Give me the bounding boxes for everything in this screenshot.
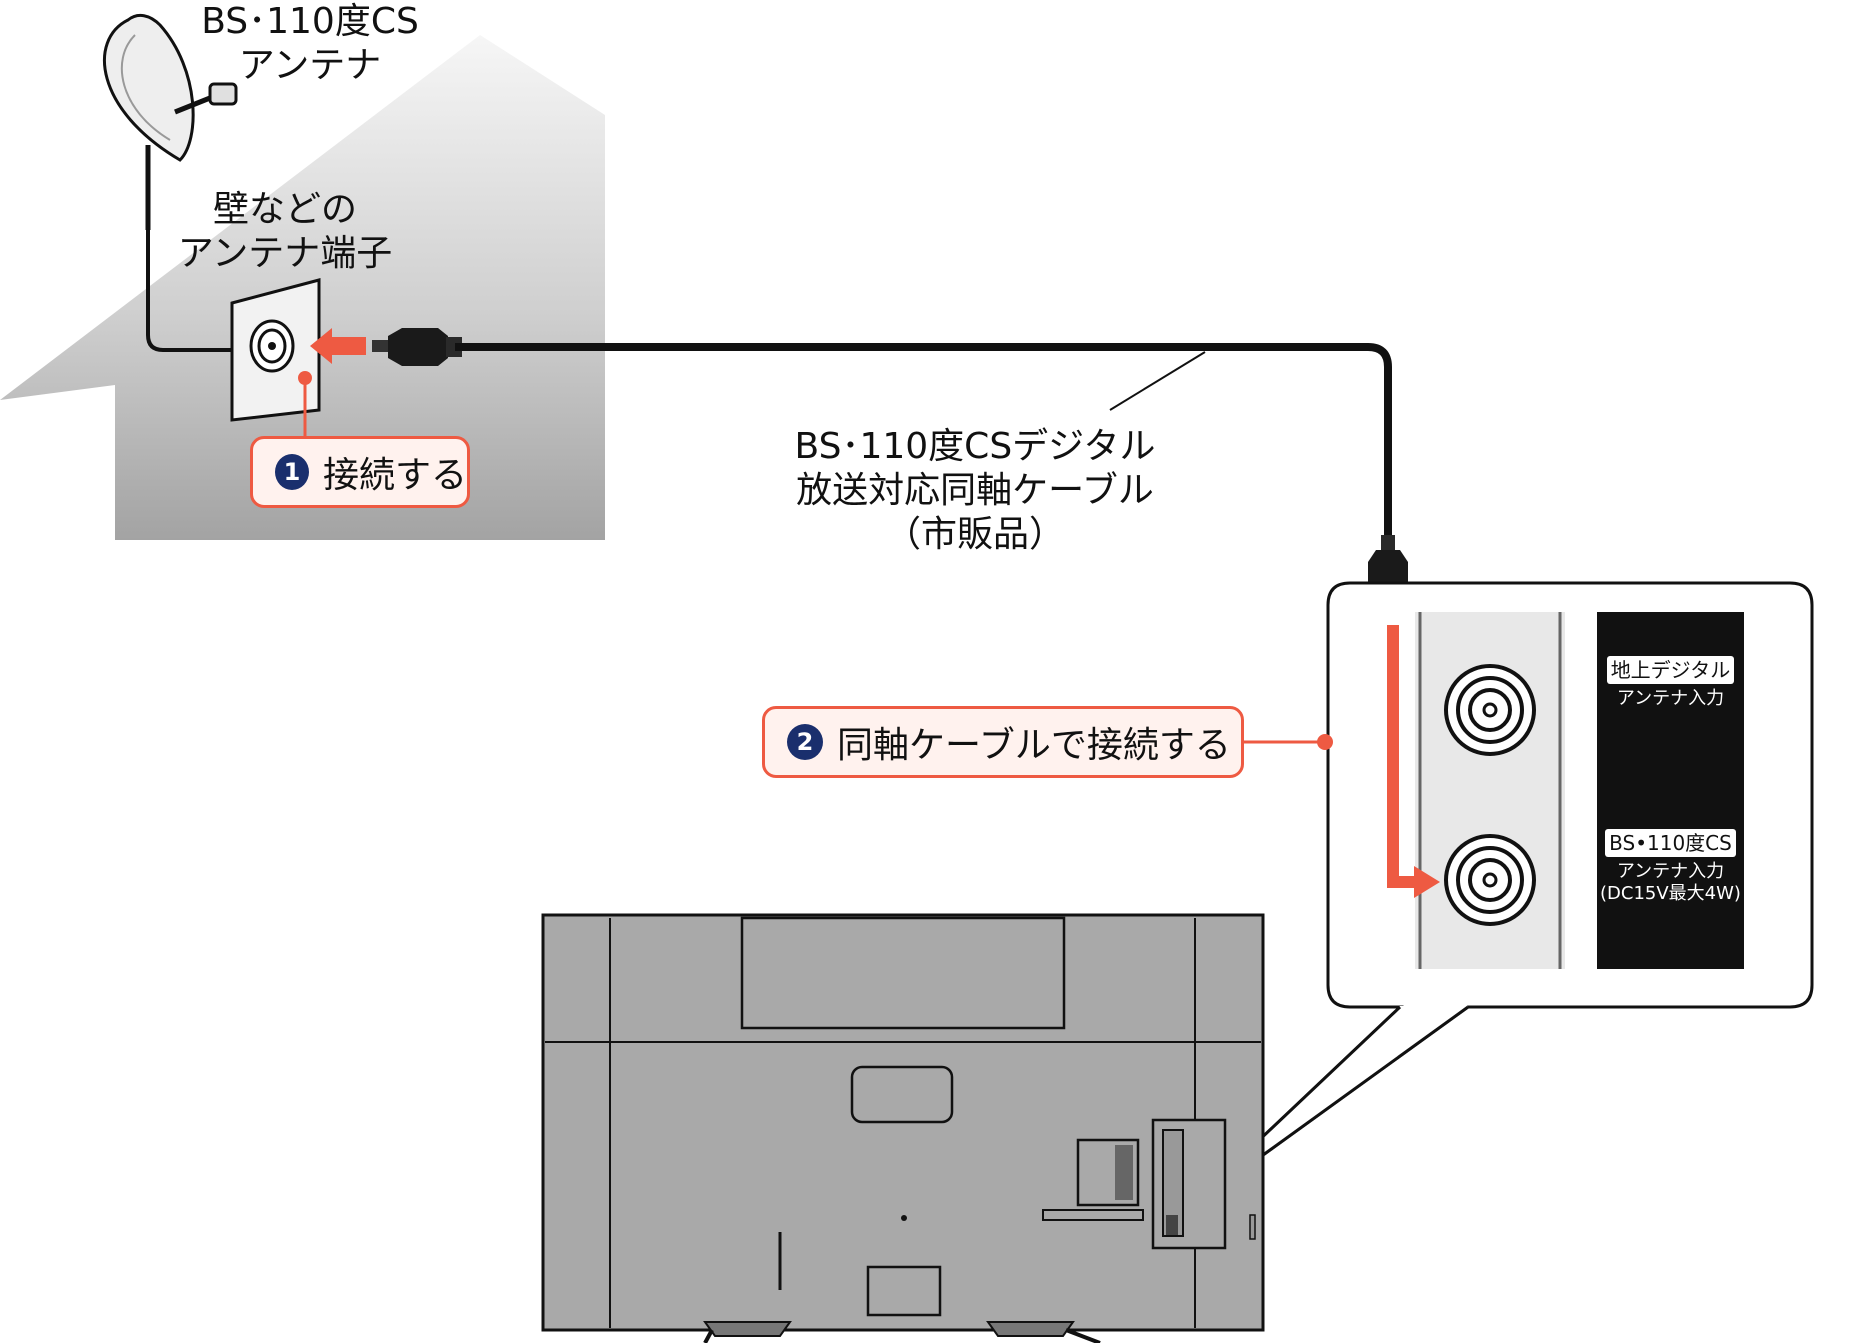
cable-label-line1: BS･110度CSデジタル xyxy=(794,426,1156,467)
antenna-label-line2: アンテナ xyxy=(238,45,382,86)
coax-cable xyxy=(455,343,1392,548)
step2-text: 同軸ケーブルで接続する xyxy=(837,725,1231,766)
tv-back-icon xyxy=(541,913,1265,1343)
bs-sub2: (DC15V最大4W) xyxy=(1600,883,1741,904)
wall-terminal-label-line1: 壁などの xyxy=(212,189,357,230)
terrestrial-tag: 地上デジタル xyxy=(1606,656,1735,684)
cable-label: BS･110度CSデジタル 放送対応同軸ケーブル （市販品） xyxy=(755,425,1195,557)
coax-plug-icon xyxy=(372,328,462,366)
satellite-dish-icon xyxy=(103,13,238,230)
bs-sub1: アンテナ入力 xyxy=(1616,861,1725,882)
cable-label-line2: 放送対応同軸ケーブル xyxy=(796,470,1154,511)
bs-terminal xyxy=(1444,834,1536,926)
step1-text: 接続する xyxy=(322,455,467,496)
step2-callout: 2 同軸ケーブルで接続する xyxy=(762,706,1244,778)
step2-dot xyxy=(1317,734,1333,750)
step1-dot xyxy=(298,371,312,385)
terrestrial-sub: アンテナ入力 xyxy=(1616,688,1725,709)
terrestrial-input-label: 地上デジタル アンテナ入力 xyxy=(1597,656,1744,710)
wall-terminal-label: 壁などの アンテナ端子 xyxy=(140,188,430,276)
cable-label-line3: （市販品） xyxy=(884,514,1065,555)
step1-callout: 1 接続する xyxy=(250,436,470,508)
insert-arrow xyxy=(310,328,366,364)
bs-input-label: BS•110度CS アンテナ入力 (DC15V最大4W) xyxy=(1597,829,1744,905)
step2-badge: 2 xyxy=(787,724,823,760)
dish-cable xyxy=(146,230,232,352)
wall-terminal-label-line2: アンテナ端子 xyxy=(177,233,393,274)
antenna-socket-icon xyxy=(230,278,321,422)
antenna-label: BS･110度CS アンテナ xyxy=(160,0,460,88)
cable-pointer xyxy=(1109,351,1206,411)
antenna-label-line1: BS･110度CS xyxy=(201,1,419,42)
bs-tag: BS•110度CS xyxy=(1605,829,1736,857)
step1-badge: 1 xyxy=(275,454,309,490)
bs-connect-arrow xyxy=(1387,625,1440,898)
terrestrial-terminal xyxy=(1444,664,1536,756)
